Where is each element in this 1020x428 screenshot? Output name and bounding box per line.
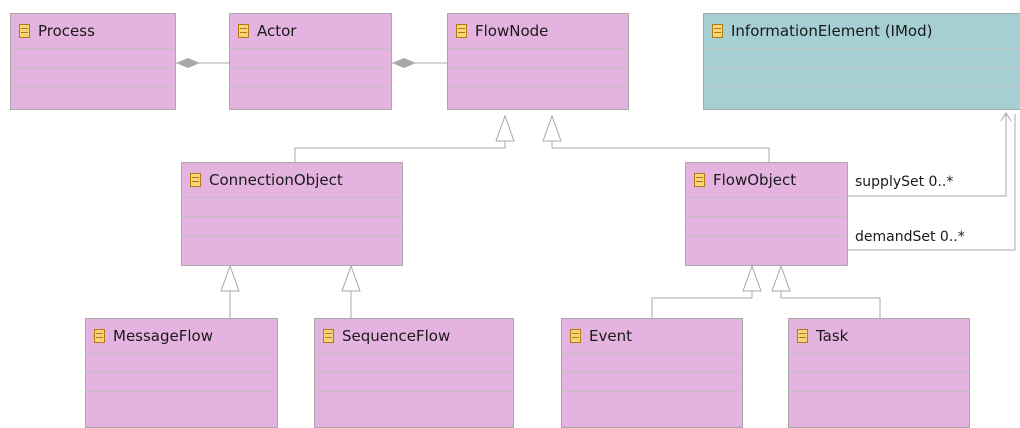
attributes-section [562,354,742,373]
association-supplyset [848,112,1012,197]
supplyset-label: supplySet 0..* [855,174,954,190]
generalization-task-flowobject [771,264,881,318]
attributes-section [789,354,969,373]
class-header: FlowObject [686,163,847,198]
class-icon [238,24,249,38]
operations-section [704,68,1020,87]
class-icon [456,24,467,38]
class-name: MessageFlow [113,327,213,345]
operations-section [11,68,175,87]
generalization-arrow-icon [341,264,361,292]
class-icon [797,329,808,343]
class-actor[interactable]: Actor [229,13,392,110]
operations-section [182,217,402,236]
class-process[interactable]: Process [10,13,176,110]
class-sequenceflow[interactable]: SequenceFlow [314,318,514,428]
class-name: InformationElement (IMod) [731,22,933,40]
class-header: ConnectionObject [182,163,402,198]
composition-diamond-icon [176,58,200,68]
class-header: FlowNode [448,14,628,49]
section [182,236,402,255]
class-messageflow[interactable]: MessageFlow [85,318,278,428]
section [315,392,513,411]
class-name: Actor [257,22,297,40]
generalization-arrow-icon [495,114,515,142]
composition-process-actor [176,58,229,68]
generalization-arrow-icon [542,114,562,142]
generalization-arrow-icon [220,264,240,292]
attributes-section [686,198,847,217]
class-flowobject[interactable]: FlowObject [685,162,848,266]
class-header: InformationElement (IMod) [704,14,1020,49]
section [230,87,391,106]
generalization-event-flowobject [651,264,762,318]
class-name: ConnectionObject [209,171,343,189]
class-name: FlowNode [475,22,549,40]
class-header: SequenceFlow [315,319,513,354]
attributes-section [448,49,628,68]
section [789,392,969,411]
class-header: Process [11,14,175,49]
attributes-section [315,354,513,373]
section [11,87,175,106]
attributes-section [86,354,277,373]
class-header: Task [789,319,969,354]
class-header: MessageFlow [86,319,277,354]
operations-section [686,217,847,236]
attributes-section [11,49,175,68]
class-informationelement[interactable]: InformationElement (IMod) [703,13,1020,110]
class-name: Event [589,327,632,345]
class-flownode[interactable]: FlowNode [447,13,629,110]
section [704,87,1020,106]
class-icon [694,173,705,187]
operations-section [86,373,277,392]
association-demandset [848,114,1016,251]
attributes-section [230,49,391,68]
section [448,87,628,106]
attributes-section [704,49,1020,68]
operations-section [789,373,969,392]
attributes-section [182,198,402,217]
composition-diamond-icon [392,58,416,68]
generalization-arrow-icon [771,264,791,292]
class-icon [190,173,201,187]
class-icon [570,329,581,343]
composition-actor-flownode [392,58,447,68]
class-diagram: Process Actor FlowNode InformationElemen… [10,13,1020,428]
generalization-arrow-icon [742,264,762,292]
generalization-flowobject-flownode [542,114,770,162]
class-name: SequenceFlow [342,327,451,345]
navigable-arrow-icon [1000,112,1012,122]
class-icon [19,24,30,38]
class-icon [94,329,105,343]
class-event[interactable]: Event [561,318,743,428]
class-task[interactable]: Task [788,318,970,428]
class-name: Task [816,327,849,345]
generalization-messageflow-connectionobject [220,264,240,318]
section [86,392,277,411]
generalization-connectionobject-flownode [294,114,515,162]
section [686,236,847,255]
operations-section [448,68,628,87]
operations-section [315,373,513,392]
class-header: Actor [230,14,391,49]
generalization-sequenceflow-connectionobject [341,264,361,318]
class-icon [323,329,334,343]
demandset-label: demandSet 0..* [855,229,965,245]
class-name: FlowObject [713,171,797,189]
class-icon [712,24,723,38]
class-connectionobject[interactable]: ConnectionObject [181,162,403,266]
class-name: Process [38,22,95,40]
connectors [176,58,1016,318]
operations-section [562,373,742,392]
section [562,392,742,411]
class-header: Event [562,319,742,354]
operations-section [230,68,391,87]
